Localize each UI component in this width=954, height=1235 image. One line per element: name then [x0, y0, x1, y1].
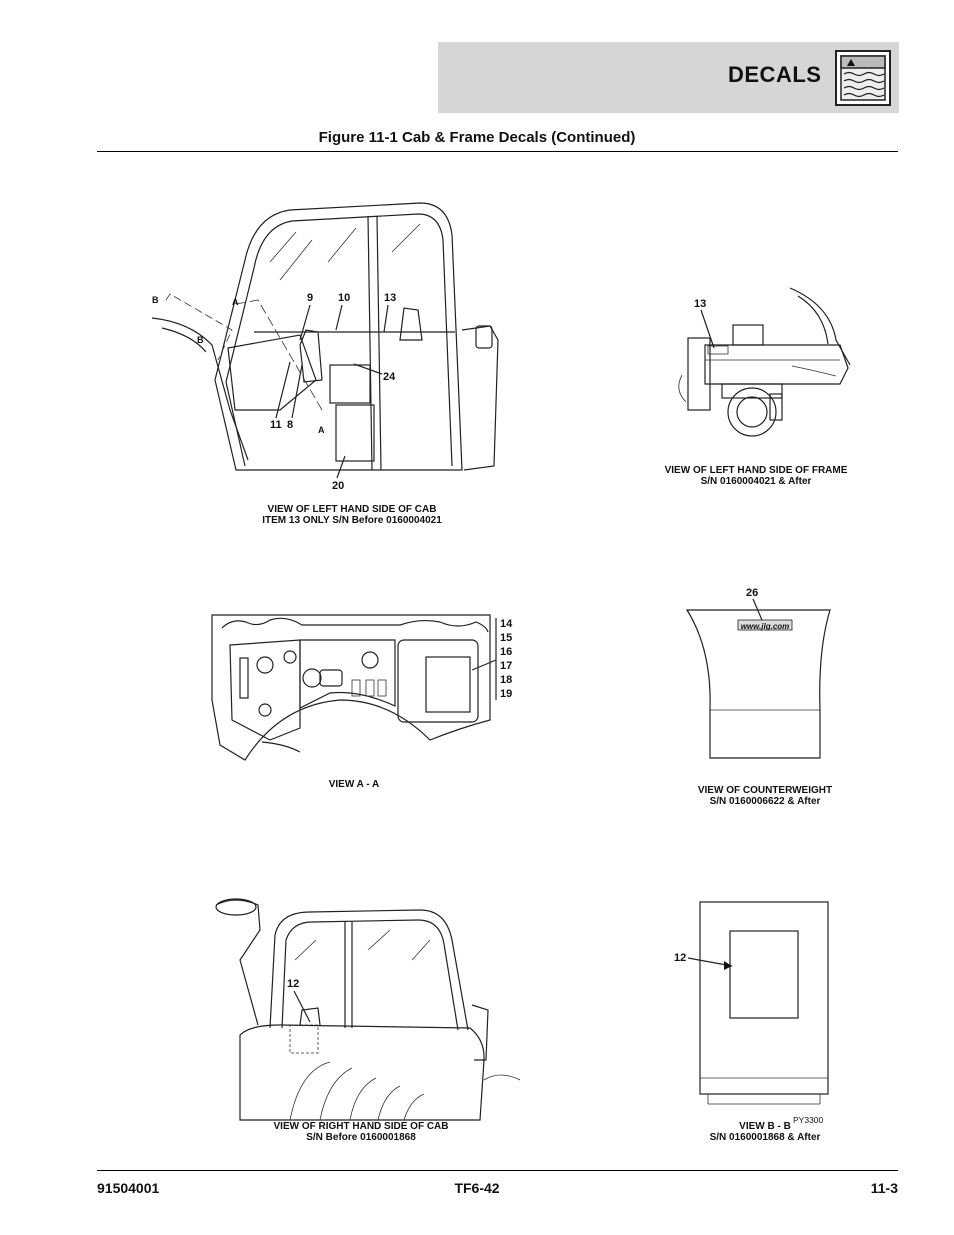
caption-view-b: VIEW B - B S/N 0160001868 & After	[645, 1121, 885, 1143]
cab-left-drawing: B B A A 9 10 13 24 11 8 20	[151, 202, 499, 492]
drawing-id: PY3300	[793, 1115, 824, 1125]
footer-page-number: 11-3	[870, 1180, 898, 1196]
callout-14: 14	[500, 618, 513, 630]
header-rule	[97, 151, 898, 152]
caption-line: S/N 0160001868 & After	[709, 1132, 821, 1143]
callout-18: 18	[500, 674, 512, 686]
section-title: DECALS	[728, 62, 822, 87]
caption-line: VIEW A - A	[328, 779, 380, 790]
callout-11: 11	[270, 419, 282, 431]
callout-20: 20	[332, 480, 344, 492]
footer-model: TF6-42	[454, 1180, 500, 1196]
caption-line: ITEM 13 ONLY S/N Before 0160004021	[262, 515, 442, 526]
caption-line: VIEW B - B	[739, 1121, 791, 1132]
caption-line: S/N 0160006622 & After	[709, 796, 821, 807]
caption-line: S/N Before 0160001868	[306, 1132, 416, 1143]
callout-10: 10	[338, 292, 350, 304]
caption-line: VIEW OF COUNTERWEIGHT	[697, 785, 833, 796]
section-mark-a: A	[232, 297, 239, 307]
header-band	[438, 42, 899, 113]
callout-19: 19	[500, 688, 512, 700]
callout-13: 13	[384, 292, 396, 304]
callout-24: 24	[383, 371, 396, 383]
jlg-web-decal: www.jlg.com	[741, 622, 790, 631]
cab-right-drawing: 12	[215, 898, 521, 1121]
caption-line: VIEW OF LEFT HAND SIDE OF CAB	[267, 504, 437, 515]
counterweight-drawing: www.jlg.com 26	[685, 587, 831, 759]
callout-17: 17	[500, 660, 512, 672]
callout-13: 13	[694, 298, 706, 310]
caption-frame-left: VIEW OF LEFT HAND SIDE OF FRAME S/N 0160…	[636, 465, 876, 487]
manual-section-icon	[835, 50, 891, 106]
caption-line: S/N 0160004021 & After	[700, 476, 812, 487]
view-b-drawing: 12 PY3300	[674, 901, 829, 1125]
callout-26: 26	[746, 587, 758, 599]
callout-15: 15	[500, 632, 512, 644]
caption-cab-left: VIEW OF LEFT HAND SIDE OF CAB ITEM 13 ON…	[232, 504, 472, 526]
caption-line: VIEW OF LEFT HAND SIDE OF FRAME	[664, 465, 848, 476]
figure-title: Figure 11-1 Cab & Frame Decals (Continue…	[318, 129, 636, 146]
section-mark-b: B	[197, 335, 204, 345]
footer-rule	[97, 1170, 898, 1171]
footer-part-number: 91504001	[97, 1180, 160, 1196]
section-mark-b: B	[152, 295, 159, 305]
caption-line: VIEW OF RIGHT HAND SIDE OF CAB	[273, 1121, 449, 1132]
callout-8: 8	[287, 419, 293, 431]
caption-cab-right: VIEW OF RIGHT HAND SIDE OF CAB S/N Befor…	[241, 1121, 481, 1143]
callout-16: 16	[500, 646, 512, 658]
section-mark-a: A	[318, 425, 325, 435]
view-a-drawing: 14 15 16 17 18 19	[211, 614, 513, 761]
callout-12: 12	[287, 978, 299, 990]
callout-12: 12	[674, 952, 686, 964]
caption-view-a: VIEW A - A	[254, 779, 454, 790]
frame-left-drawing: 13	[678, 287, 851, 437]
callout-9: 9	[307, 292, 313, 304]
caption-counterweight: VIEW OF COUNTERWEIGHT S/N 0160006622 & A…	[645, 785, 885, 807]
